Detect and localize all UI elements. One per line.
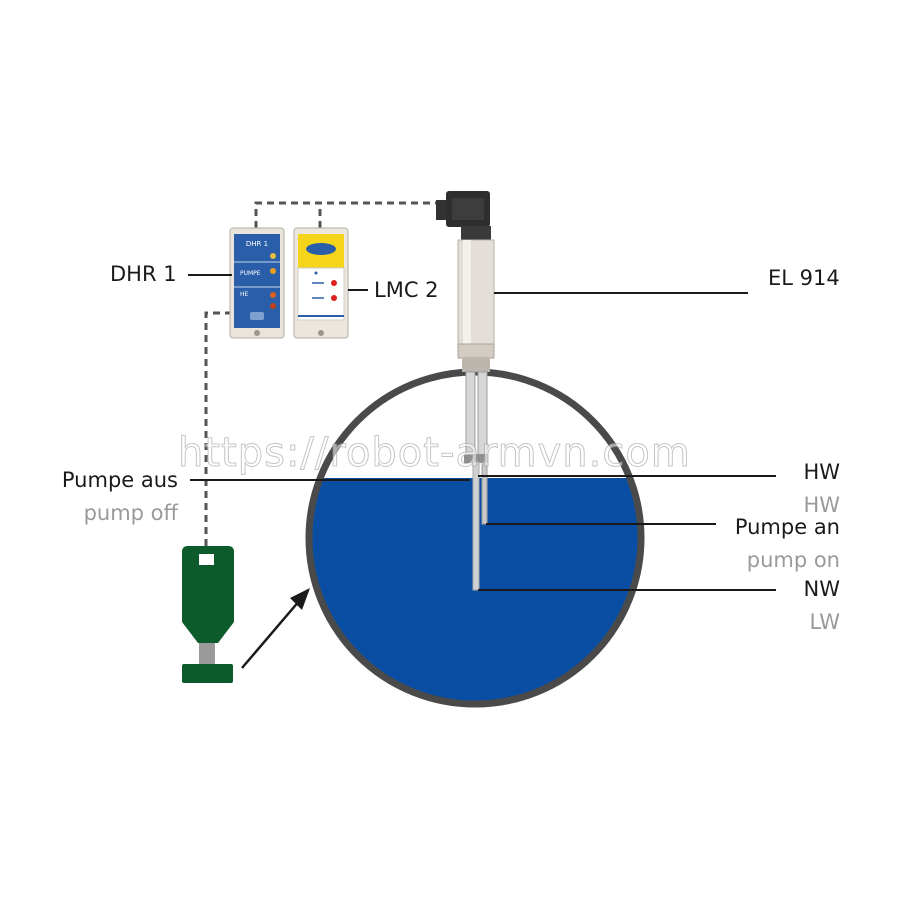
float-weight [182,664,233,683]
label-hw-de: HW [803,460,840,484]
float-switch [182,546,234,683]
logo-icon [250,312,264,320]
float-stem [199,643,215,665]
dhr1-row-pumpe: PUMPE [240,270,261,277]
label-el914: EL 914 [768,266,840,290]
probe-rod-left [465,371,476,461]
led-icon [270,253,276,259]
float-body [182,546,234,643]
lmc2-white-panel [297,267,345,321]
plug-neck [461,226,491,240]
cables [204,201,440,548]
led-icon [270,292,276,298]
float-cable-entry [199,554,214,565]
water-body [309,478,641,704]
probe-spacer [464,454,488,463]
logo-icon [306,243,336,255]
label-lw-en: LW [809,610,840,634]
lmc2-relay [293,227,349,339]
led-icon [331,295,337,301]
dhr1-panel-title: DHR 1 [246,240,268,248]
led-icon [331,280,337,286]
arrow [241,588,310,669]
led-icon [270,268,276,274]
mount-hole-icon [254,330,260,336]
probe-rod-short [481,461,488,525]
label-pump-on-en: pump on [746,548,840,572]
dhr1-row-he: HE [240,291,249,298]
label-dhr1: DHR 1 [110,262,177,286]
label-nw-de: NW [803,577,840,601]
el914-sensor [436,191,495,591]
label-hw-en: HW [803,493,840,517]
cable-dhr-to-float [204,311,232,548]
label-pump-on-de: Pumpe an [734,515,840,539]
arrow-head-icon [290,588,310,610]
leader-lines [188,274,776,591]
mount-hole-icon [318,330,324,336]
probe-rod-long [472,461,480,591]
probe-rod-right [477,371,488,457]
label-pump-off-en: pump off [83,501,178,525]
label-lmc2: LMC 2 [374,278,439,302]
led-icon [270,303,276,309]
dhr1-relay: DHR 1 PUMPE HE [229,227,285,339]
label-pump-off-de: Pumpe aus [61,468,178,492]
cable-dhr-to-sensor [254,201,440,228]
